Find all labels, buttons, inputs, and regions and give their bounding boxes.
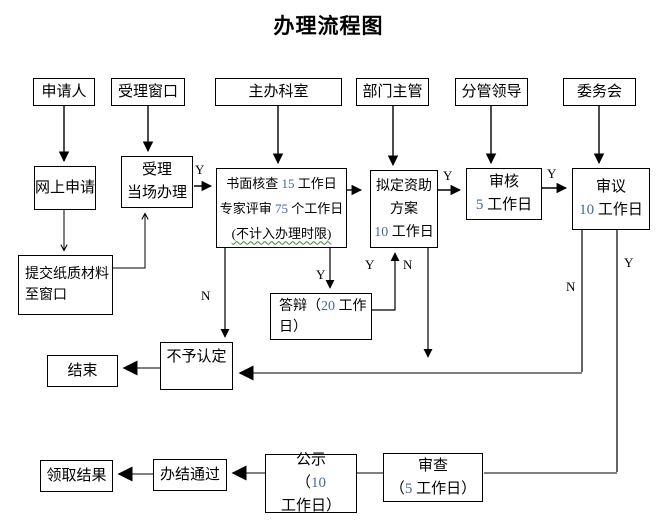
- page-title: 办理流程图: [273, 14, 384, 38]
- node-accept-onsite: 受理 当场办理: [121, 156, 193, 208]
- edge-label-deliberate-no: N: [566, 279, 576, 294]
- edge-label-defense-back-yes: Y: [365, 257, 375, 272]
- edge-label-plan-no: N: [403, 257, 413, 272]
- node-online-application: 网上申请: [34, 166, 96, 210]
- node-funding-plan: 拟定资助 方案 10 工作日: [370, 170, 438, 248]
- edge-label-check-defense-yes: Y: [316, 267, 326, 282]
- node-written-check: 书面核查 15 工作日 专家评审 75 个工作日 (不计入办理时限): [216, 168, 347, 248]
- node-review: 审核 5 工作日: [466, 168, 542, 220]
- node-leader-in-charge: 分管领导: [455, 78, 528, 106]
- node-submit-paper: 提交纸质材料 至窗口: [18, 255, 113, 315]
- edge-label-deliberate-yes: Y: [624, 255, 634, 270]
- node-examine: 审查 （5 工作日）: [383, 453, 483, 502]
- node-host-office: 主办科室: [215, 78, 342, 106]
- node-acceptance-window: 受理窗口: [111, 78, 185, 106]
- node-receive-result: 领取结果: [40, 460, 113, 492]
- node-department-head: 部门主管: [356, 78, 429, 106]
- arrow-submit-to-accept: [113, 212, 149, 269]
- edge-label-accept-yes: Y: [195, 162, 205, 177]
- node-committee: 委务会: [563, 78, 636, 106]
- node-reject: 不予认定: [160, 342, 233, 390]
- node-pass: 办结通过: [153, 459, 227, 491]
- node-defense: 答辩（20 工作 日）: [270, 293, 372, 340]
- arrow-defense-to-plan-yes: [372, 252, 400, 311]
- edge-label-review-yes: Y: [547, 166, 557, 181]
- node-applicant: 申请人: [33, 78, 95, 106]
- node-end: 结束: [47, 355, 118, 387]
- node-publicity: 公示 （10 工作日）: [265, 452, 357, 514]
- edge-label-plan-yes: Y: [443, 168, 453, 183]
- edge-label-check-no: N: [201, 288, 211, 303]
- node-deliberation: 审议 10 工作日: [572, 168, 650, 230]
